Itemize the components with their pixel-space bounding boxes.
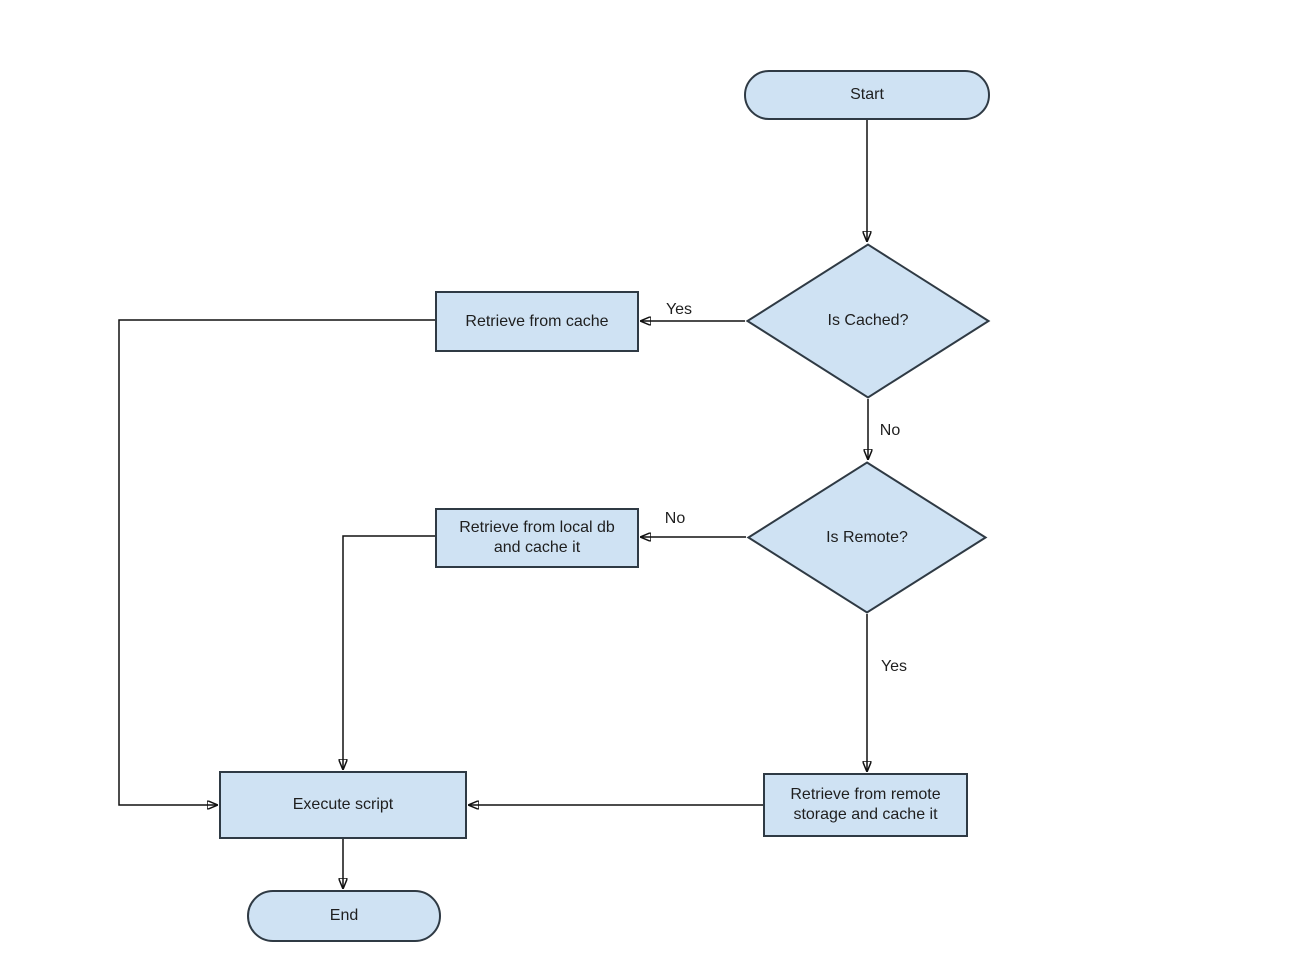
- edge-cache-to-execute: [118, 319, 435, 805]
- node-start: Start: [744, 70, 990, 120]
- edge-label-is-remote-no: No: [662, 510, 688, 528]
- node-execute-script-label: Execute script: [292, 796, 394, 813]
- node-is-cached-label: Is Cached?: [827, 312, 909, 329]
- edge-label-is-cached-no: No: [877, 422, 903, 440]
- node-execute-script: Execute script: [219, 771, 467, 839]
- node-retrieve-from-cache: Retrieve from cache: [435, 291, 639, 352]
- edge-label-is-cached-yes: Yes: [663, 301, 695, 319]
- diamond-shape: [746, 461, 988, 614]
- node-is-cached: Is Cached?: [745, 243, 991, 399]
- node-end-label: End: [329, 907, 359, 924]
- node-retrieve-from-remote-storage-label: Retrieve from remote storage and cache i…: [790, 786, 941, 823]
- node-retrieve-from-remote-storage: Retrieve from remote storage and cache i…: [763, 773, 968, 837]
- diamond-shape: [745, 243, 991, 399]
- node-start-label: Start: [850, 86, 884, 103]
- node-retrieve-from-local-db: Retrieve from local db and cache it: [435, 508, 639, 568]
- node-is-remote-label: Is Remote?: [826, 528, 908, 546]
- edge-local-to-execute: [343, 535, 435, 769]
- node-retrieve-from-cache-label: Retrieve from cache: [465, 312, 609, 330]
- node-retrieve-from-local-db-label: Retrieve from local db and cache it: [459, 519, 615, 556]
- edge-label-is-remote-yes: Yes: [878, 658, 910, 676]
- node-is-remote: Is Remote?: [746, 461, 988, 614]
- node-end: End: [247, 890, 441, 942]
